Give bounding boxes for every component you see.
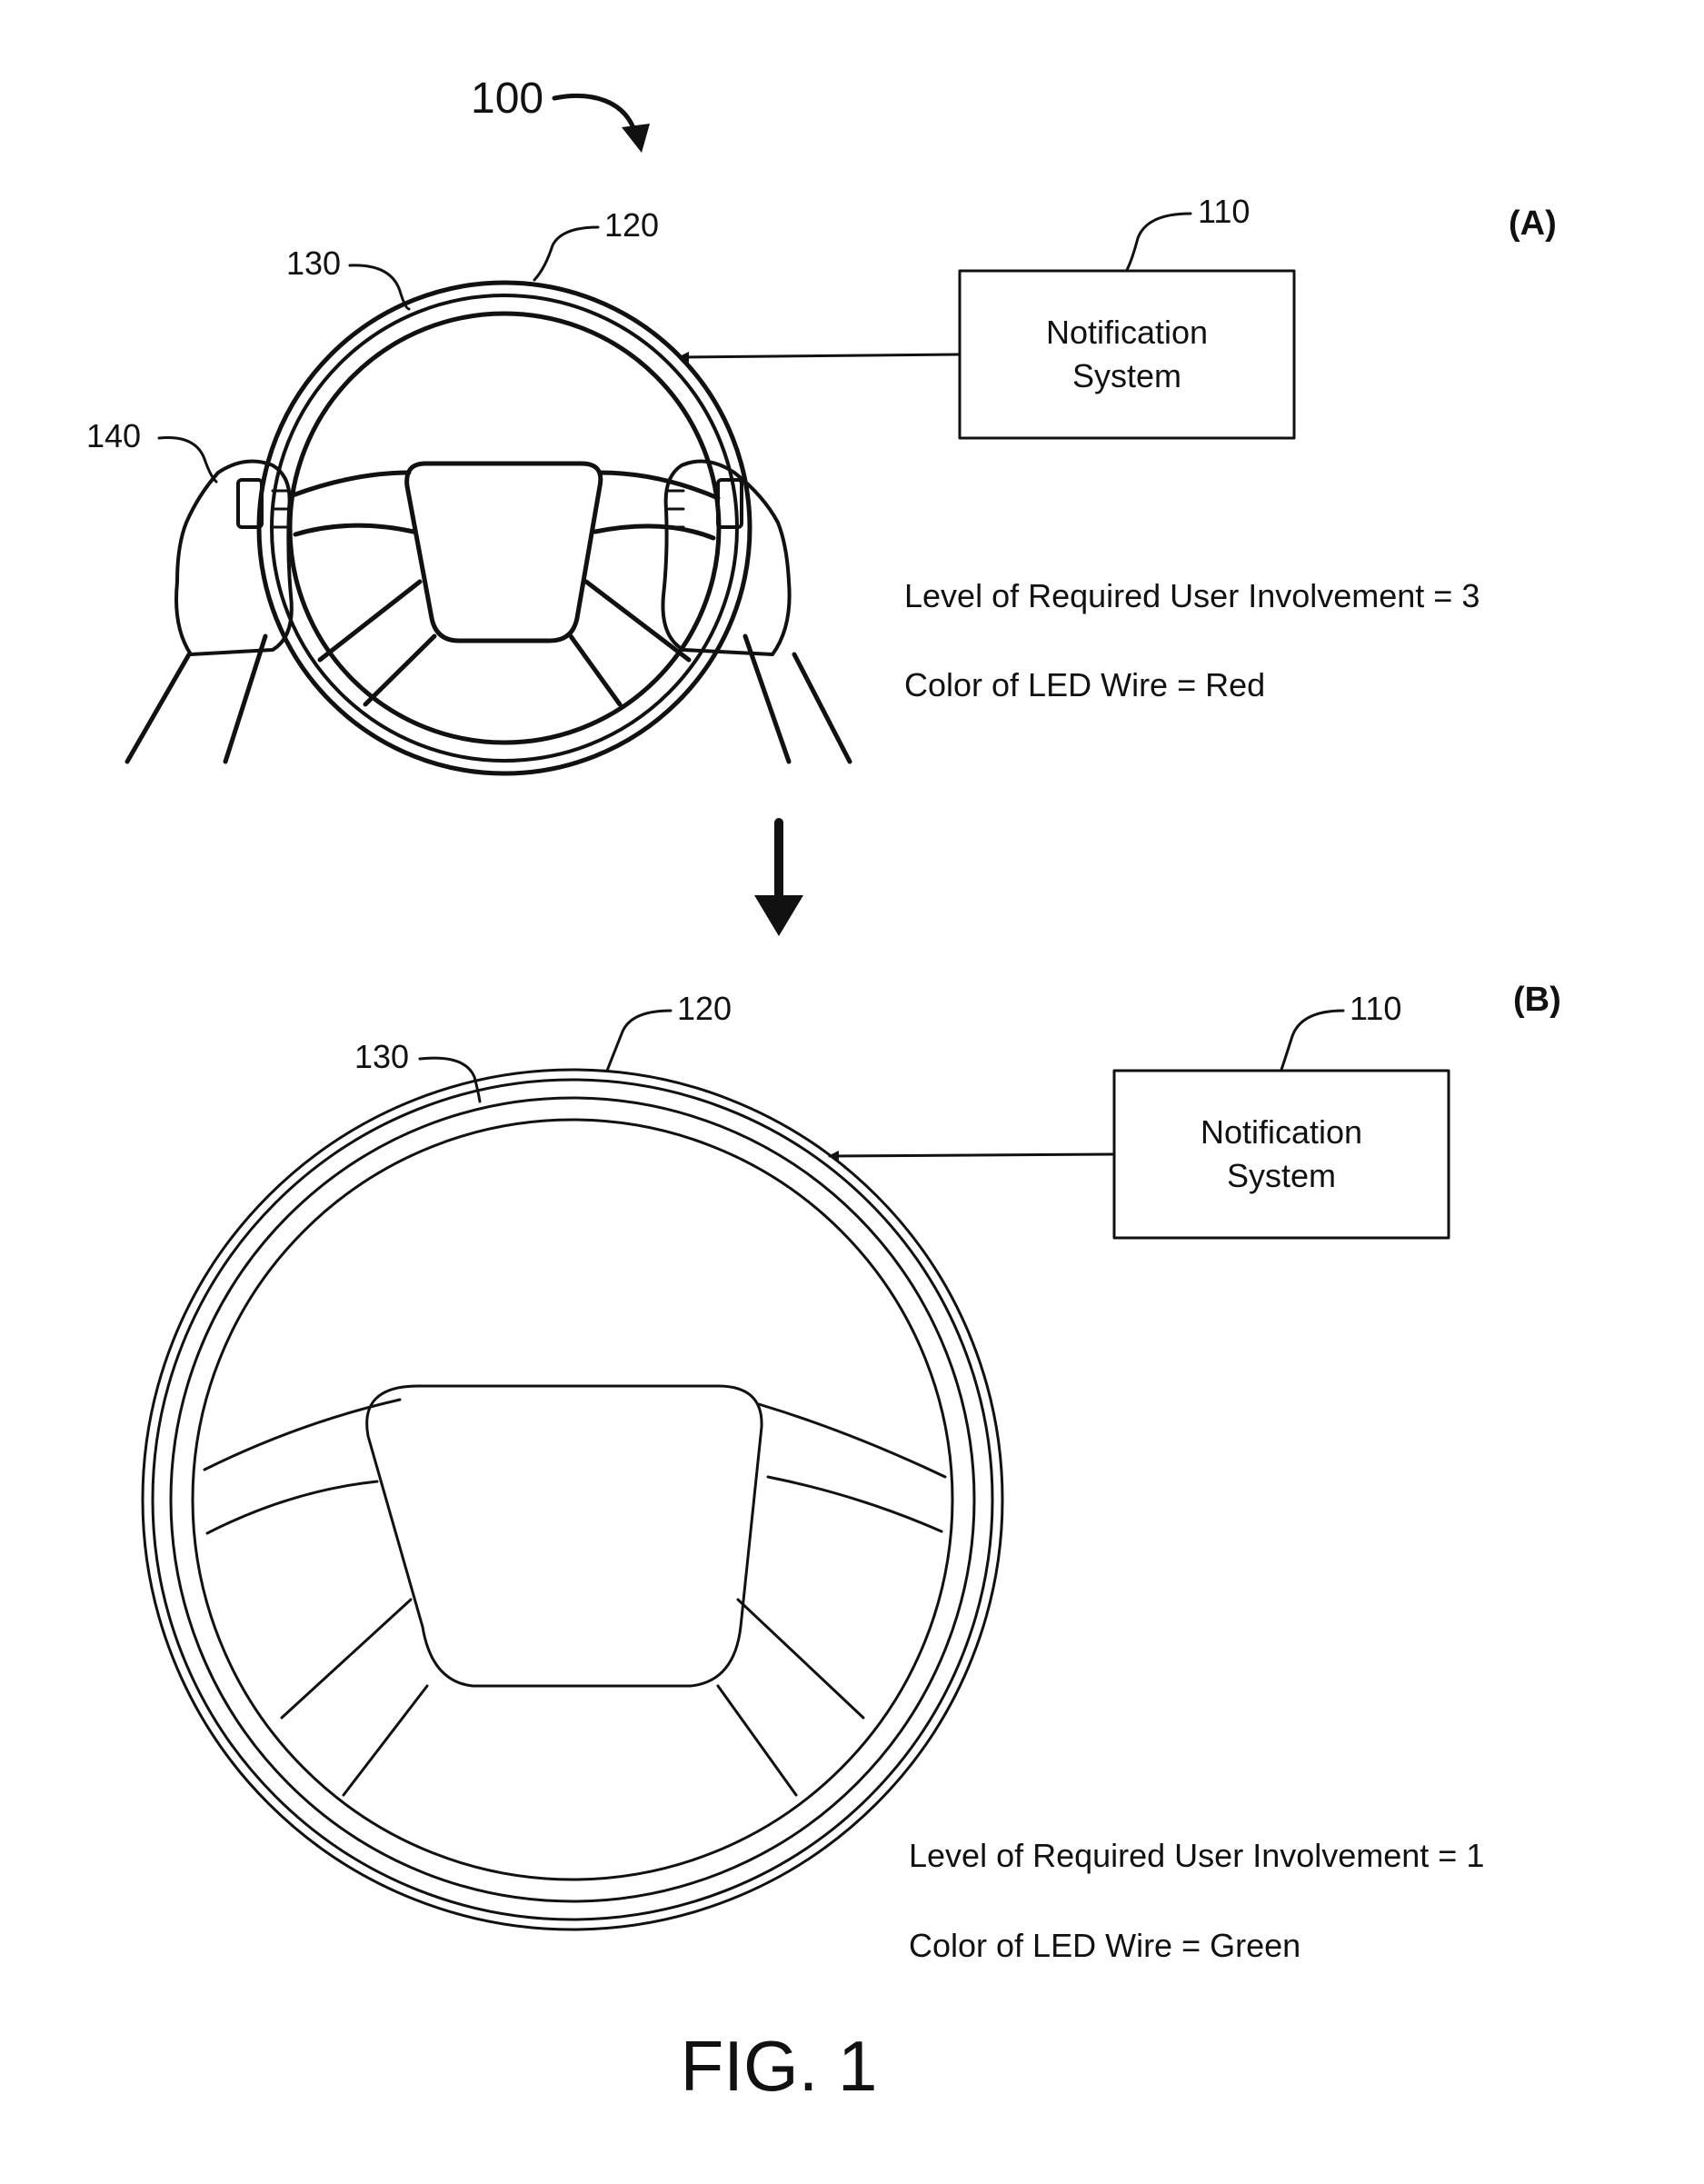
involvement-level-b: Level of Required User Involvement = 1 <box>909 1837 1484 1874</box>
figure-caption: FIG. 1 <box>681 2026 878 2106</box>
ref-130-label-a: 130 <box>286 244 341 282</box>
wheel-b-spoke-line <box>282 1600 411 1718</box>
transition-arrow <box>754 823 803 936</box>
wheel-b-spoke-line <box>738 1600 863 1718</box>
steering-wheel-b <box>143 1070 1002 1930</box>
wheel-a-upper-spoke <box>600 473 718 498</box>
wheel-b-lower-spoke-edge <box>207 1481 377 1533</box>
notification-system-b-line2: System <box>1227 1157 1336 1194</box>
notification-arrow-a <box>680 354 958 357</box>
ref-100-arrow <box>554 95 636 136</box>
right-hand-fingers <box>669 491 683 527</box>
wheel-b-inner-rim <box>193 1120 952 1880</box>
panel-b-tag: (B) <box>1513 981 1561 1019</box>
ref-140-label: 140 <box>86 417 141 454</box>
steering-column-line <box>794 654 850 762</box>
ref-120-label-a: 120 <box>604 206 659 244</box>
panel-a-tag: (A) <box>1509 204 1557 243</box>
ref-120-leader-b <box>607 1011 671 1071</box>
wheel-a-upper-spoke <box>293 473 409 495</box>
wheel-b-spoke-line <box>718 1686 796 1795</box>
ref-140-leader <box>159 437 216 482</box>
wheel-a-spoke-line <box>320 582 420 660</box>
wheel-a-hub <box>407 464 601 641</box>
ref-110-label-b: 110 <box>1350 990 1401 1027</box>
steering-column-line <box>127 654 189 762</box>
led-color-b: Color of LED Wire = Green <box>909 1927 1300 1964</box>
ref-110-label-a: 110 <box>1198 193 1250 230</box>
wheel-a-lower-spoke-edge <box>595 526 713 538</box>
ref-110-leader-b <box>1281 1011 1343 1070</box>
wheel-b-lower-spoke-edge <box>768 1477 942 1531</box>
ref-120-leader-a <box>534 227 598 280</box>
wheel-a-lower-spoke-edge <box>295 525 414 534</box>
ref-130-leader-a <box>350 265 409 309</box>
ref-100-arrowhead <box>622 124 650 153</box>
ref-120-label-b: 120 <box>677 990 732 1027</box>
wheel-b-led-wire-outer <box>153 1080 992 1920</box>
panel-a: (A) <box>86 193 1557 773</box>
involvement-level-a: Level of Required User Involvement = 3 <box>904 577 1480 614</box>
wheel-b-upper-spoke <box>759 1404 945 1477</box>
notification-system-box-b <box>1114 1071 1449 1238</box>
wheel-b-spoke-line <box>344 1686 427 1795</box>
wheel-b-outer-rim <box>143 1070 1002 1930</box>
wheel-b-hub <box>367 1386 762 1686</box>
wheel-a-spoke-line <box>365 636 434 704</box>
notification-system-b-line1: Notification <box>1201 1113 1362 1151</box>
panel-b: (B) 120 130 Notification Syst <box>143 981 1561 1964</box>
figure-reference: 100 <box>471 75 650 153</box>
notification-system-a-line2: System <box>1072 357 1181 394</box>
notification-system-box-a <box>960 271 1294 438</box>
notification-arrow-b <box>830 1154 1112 1156</box>
led-color-a: Color of LED Wire = Red <box>904 666 1265 703</box>
wheel-b-upper-spoke <box>204 1400 400 1470</box>
ref-110-leader-a <box>1127 214 1191 270</box>
notification-system-a-line1: Notification <box>1046 314 1208 351</box>
wheel-a-spoke-line <box>586 582 689 660</box>
wheel-a-spoke-line <box>571 636 620 704</box>
steering-column-line <box>225 636 265 762</box>
ref-130-label-b: 130 <box>354 1038 409 1075</box>
ref-100-label: 100 <box>471 75 543 123</box>
